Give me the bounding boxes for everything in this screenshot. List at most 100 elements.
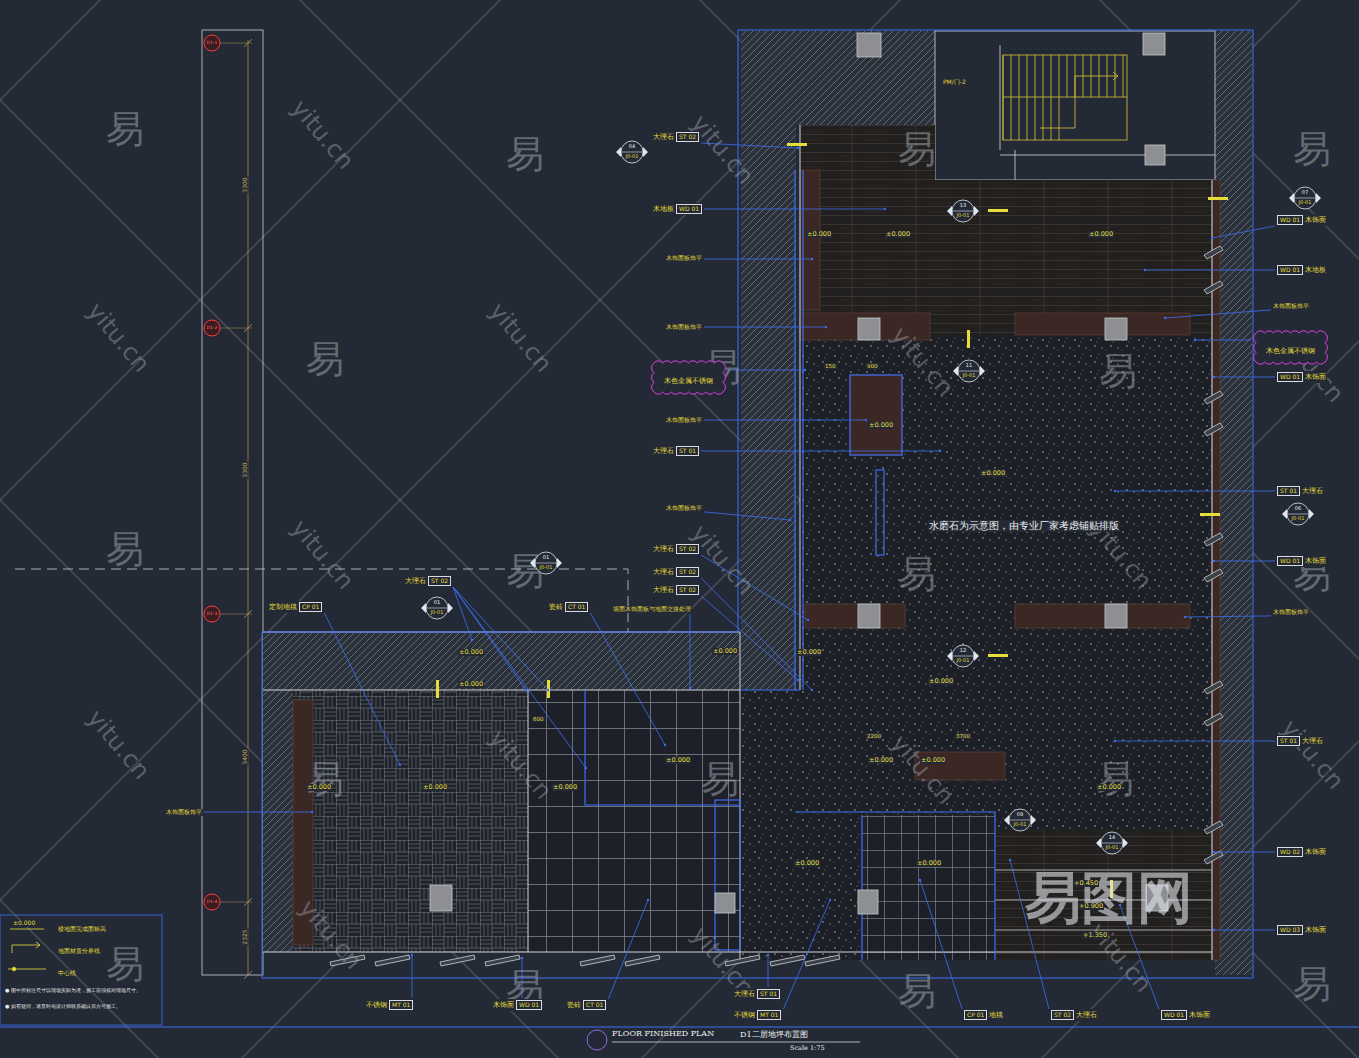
leader-dot — [521, 957, 523, 959]
leader-dot — [664, 744, 666, 746]
marker-sheet: J0-01 — [1282, 515, 1314, 521]
dimension: 3300 — [242, 176, 249, 193]
plan-note: ±0.000 — [422, 784, 448, 791]
plan-note: ±0.000 — [980, 470, 1006, 477]
material-tag: 木饰面WD 01 — [492, 999, 543, 1011]
dimension: 3300 — [242, 461, 249, 478]
leader-line — [701, 143, 798, 148]
leader-dot — [1114, 490, 1116, 492]
watermark: 易 — [106, 108, 144, 152]
leader-line — [783, 900, 830, 1009]
material-code: MT 01 — [757, 1010, 781, 1020]
leader-line — [453, 587, 548, 690]
elevation-marker: 04J0-01 — [616, 139, 648, 165]
material-tag: 大理石ST 02 — [652, 543, 700, 555]
plan-note: ±0.000 — [458, 649, 484, 656]
material-tag: ST 01大理石 — [1276, 485, 1324, 497]
plan-note: ±0.000 — [868, 757, 894, 764]
marker-sheet: J0-01 — [421, 609, 453, 615]
leader-line — [453, 587, 586, 768]
plan-note: 150 — [824, 363, 837, 369]
plan-note: ±0.000 — [1096, 784, 1122, 791]
material-name: 大理石 — [653, 133, 674, 142]
watermark: yitu.cn — [1275, 715, 1349, 795]
material-name: 大理石 — [653, 586, 674, 595]
elevation-marker: 01J0-01 — [421, 595, 453, 621]
legend-samples — [0, 915, 162, 1025]
material-code: WD 01 — [516, 1000, 542, 1010]
marker-sheet: J0-01 — [947, 657, 979, 663]
leader-line — [728, 370, 805, 371]
leader-line — [1185, 616, 1271, 617]
plan-note: 木饰面板饰平 — [665, 417, 703, 424]
plan-note: ±0.000 — [12, 920, 36, 927]
leader-line — [412, 955, 413, 998]
material-tag: WD 01木饰面 — [1160, 1009, 1211, 1021]
section-ticks — [436, 143, 1228, 898]
plan-note: 木饰面板饰平 — [1272, 303, 1310, 310]
watermark: yitu.cn — [285, 95, 359, 175]
leader-line — [1145, 270, 1275, 271]
plan-note: 900 — [866, 363, 879, 369]
material-code: ST 01 — [757, 989, 780, 999]
leader-line — [704, 512, 790, 520]
material-code: WD 01 — [1277, 265, 1303, 275]
leader-dot — [1144, 269, 1146, 271]
leader-line — [1214, 377, 1275, 378]
marker-number: 01 — [530, 554, 562, 560]
elevation-marker: 09J0-01 — [1004, 807, 1036, 833]
material-tag: 大理石ST 01 — [733, 988, 781, 1000]
marker-number: 11 — [953, 362, 985, 368]
watermark: 易 — [306, 758, 344, 802]
axis-number: D1-2 — [207, 325, 218, 330]
plan-note: 水磨石为示意图，由专业厂家考虑铺贴排版 — [928, 520, 1120, 532]
material-code: WD 01 — [1277, 215, 1303, 225]
material-tag: 定制地毯CP 01 — [268, 601, 323, 613]
leader-dot — [797, 679, 799, 681]
material-name: 大理石 — [653, 568, 674, 577]
watermark: 易图网 — [1025, 866, 1193, 930]
material-name: 木饰面 — [1305, 373, 1326, 382]
leader-line — [920, 880, 962, 1009]
watermark: 易 — [898, 970, 936, 1014]
material-code: ST 02 — [428, 576, 451, 586]
leader-dot — [919, 879, 921, 881]
leader-dot — [1164, 317, 1166, 319]
watermark: 易 — [306, 338, 344, 382]
leader-line — [1212, 226, 1275, 238]
marker-sheet: J0-01 — [616, 153, 648, 159]
leader-line — [204, 812, 312, 813]
dimension: 3400 — [242, 748, 249, 765]
leader-line — [701, 596, 798, 680]
material-tag: WD 01木地板 — [1276, 264, 1327, 276]
marker-outline — [1282, 501, 1314, 527]
plan-note: 600 — [532, 716, 545, 722]
material-name: 木饰面 — [493, 1001, 514, 1010]
leader-dot — [1184, 616, 1186, 618]
material-name: 大理石 — [653, 545, 674, 554]
marker-number: 12 — [947, 647, 979, 653]
leader-line — [590, 613, 665, 745]
material-name: 瓷砖 — [549, 603, 563, 612]
plan-note: ±0.000 — [712, 648, 738, 655]
elevation-marker: 14J0-01 — [1096, 830, 1128, 856]
columns — [430, 33, 1168, 914]
material-tag: 大理石ST 02 — [652, 584, 700, 596]
material-code: WD 02 — [1277, 847, 1303, 857]
material-name: 木饰面 — [1305, 926, 1326, 935]
watermark: 易 — [106, 528, 144, 572]
elevation-marker: 06J0-01 — [1282, 501, 1314, 527]
plan-note: ±0.000 — [796, 649, 822, 656]
furniture-outlines — [262, 30, 1253, 978]
plan-note: ±0.000 — [885, 231, 911, 238]
leader-dot — [1213, 851, 1215, 853]
leader-dot — [811, 689, 813, 691]
marker-sheet: J0-01 — [953, 372, 985, 378]
leader-line — [1214, 561, 1275, 562]
plan-note: +1.350 — [1082, 932, 1108, 939]
leader-line — [690, 614, 691, 688]
plan-note: ±0.000 — [552, 784, 578, 791]
material-code: CP 01 — [964, 1010, 987, 1020]
plan-note: ±0.000 — [794, 860, 820, 867]
